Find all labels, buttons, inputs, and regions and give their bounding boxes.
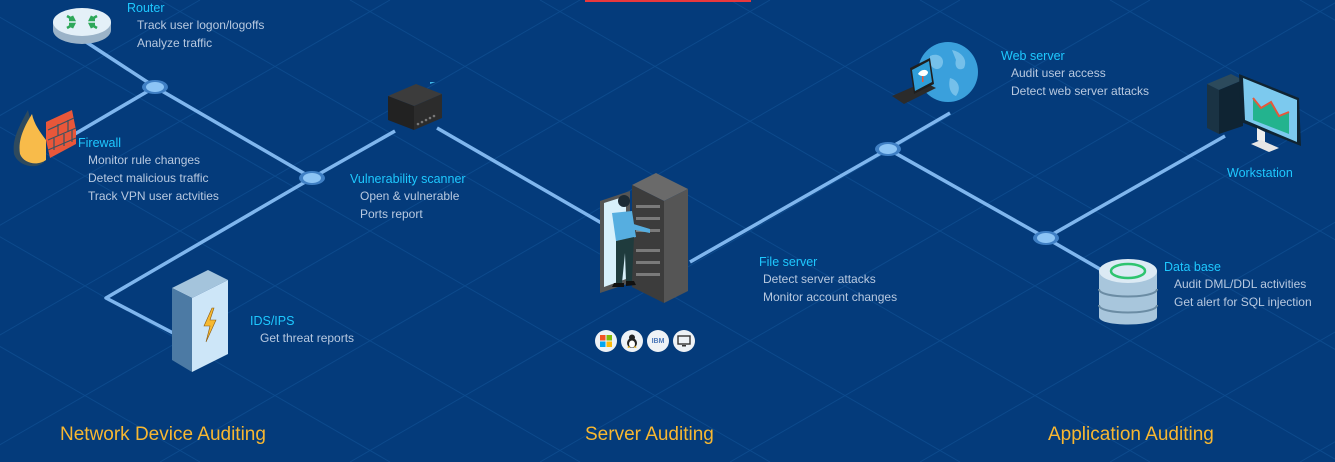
firewall-title: Firewall: [78, 136, 122, 150]
wire-db-hub-to-workstation: [1045, 134, 1226, 240]
firewall-icon: [13, 110, 77, 167]
top-accent-bar: [585, 0, 751, 2]
router-feature: Track user logon/logoffs: [137, 18, 265, 32]
grid-line: [729, 112, 1335, 462]
workstation-icon: [1207, 74, 1301, 152]
database-icon: [1098, 259, 1158, 325]
device-web-server: Web server Audit user access Detect web …: [1001, 48, 1149, 100]
junction-node: [299, 171, 325, 185]
ids-title: IDS/IPS: [250, 314, 295, 328]
web-server-title: Web server: [1001, 49, 1065, 63]
web-server-feature: Detect web server attacks: [1011, 84, 1150, 98]
scanner-icon: [388, 82, 442, 130]
globe-laptop-icon: [892, 42, 978, 104]
section-server-auditing: Server Auditing: [585, 424, 714, 445]
firewall-feature: Monitor rule changes: [88, 153, 201, 167]
grid-line: [0, 0, 391, 226]
web-server-feature: Audit user access: [1011, 66, 1106, 80]
grid-line: [919, 221, 1335, 462]
scanner-title: Vulnerability scanner: [350, 172, 466, 186]
grid-line: [1109, 331, 1335, 462]
wire-server-to-web-hub: [689, 147, 889, 264]
device-firewall: Firewall Monitor rule changes Detect mal…: [78, 135, 219, 205]
grid-line: [0, 345, 201, 462]
scanner-feature: Open & vulnerable: [360, 189, 460, 203]
wire-firewall-to-router-hub: [67, 85, 156, 140]
ids-feature: Get threat reports: [260, 331, 355, 345]
file-server-title: File server: [759, 255, 818, 269]
os-support-badges: IBM: [595, 330, 695, 352]
monitor-icon: [673, 330, 695, 352]
junction-node: [875, 142, 901, 156]
section-network-device-auditing: Network Device Auditing: [60, 424, 266, 445]
grid-line: [0, 0, 581, 336]
wire-web-hub-to-web: [887, 111, 951, 151]
firewall-feature: Track VPN user actvities: [88, 189, 219, 203]
router-title: Router: [127, 1, 165, 15]
section-application-auditing: Application Auditing: [1048, 424, 1214, 445]
wire-scanner-to-server: [436, 126, 606, 227]
device-file-server: File server Detect server attacks Monito…: [759, 254, 897, 306]
database-feature: Get alert for SQL injection: [1174, 295, 1312, 309]
grid-line: [349, 0, 1151, 462]
grid-line: [0, 0, 201, 117]
device-router: Router Track user logon/logoffs Analyze …: [127, 0, 264, 52]
device-database: Data base Audit DML/DDL activities Get a…: [1164, 259, 1312, 311]
wire-hub-to-scanner: [311, 129, 396, 180]
scanner-feature: Ports report: [360, 207, 423, 221]
router-feature: Analyze traffic: [137, 36, 213, 50]
ids-appliance-icon: [172, 270, 228, 372]
database-title: Data base: [1164, 260, 1221, 274]
ibm-icon: IBM: [647, 330, 669, 352]
router-icon: [53, 8, 111, 44]
wire-ids-loop: [104, 176, 313, 336]
grid-line: [539, 2, 1335, 462]
database-feature: Audit DML/DDL activities: [1174, 277, 1307, 291]
grid-line: [0, 0, 771, 446]
device-vulnerability-scanner: Vulnerability scanner Open & vulnerable …: [350, 171, 466, 223]
windows-icon: [595, 330, 617, 352]
linux-icon: [621, 330, 643, 352]
wire-web-hub-to-db-hub: [887, 147, 1047, 240]
firewall-feature: Detect malicious traffic: [88, 171, 209, 185]
grid-line: [0, 236, 391, 462]
server-rack-icon: [600, 173, 688, 303]
device-workstation: Workstation: [1227, 165, 1293, 181]
workstation-title: Workstation: [1227, 166, 1293, 180]
device-ids-ips: IDS/IPS Get threat reports: [250, 313, 354, 347]
grid-line: [159, 0, 961, 462]
junction-nodes: [142, 80, 1059, 245]
junction-node: [1033, 231, 1059, 245]
wire-db-hub-to-db: [1045, 236, 1106, 274]
file-server-feature: Detect server attacks: [763, 272, 876, 286]
junction-node: [142, 80, 168, 94]
file-server-feature: Monitor account changes: [763, 290, 898, 304]
